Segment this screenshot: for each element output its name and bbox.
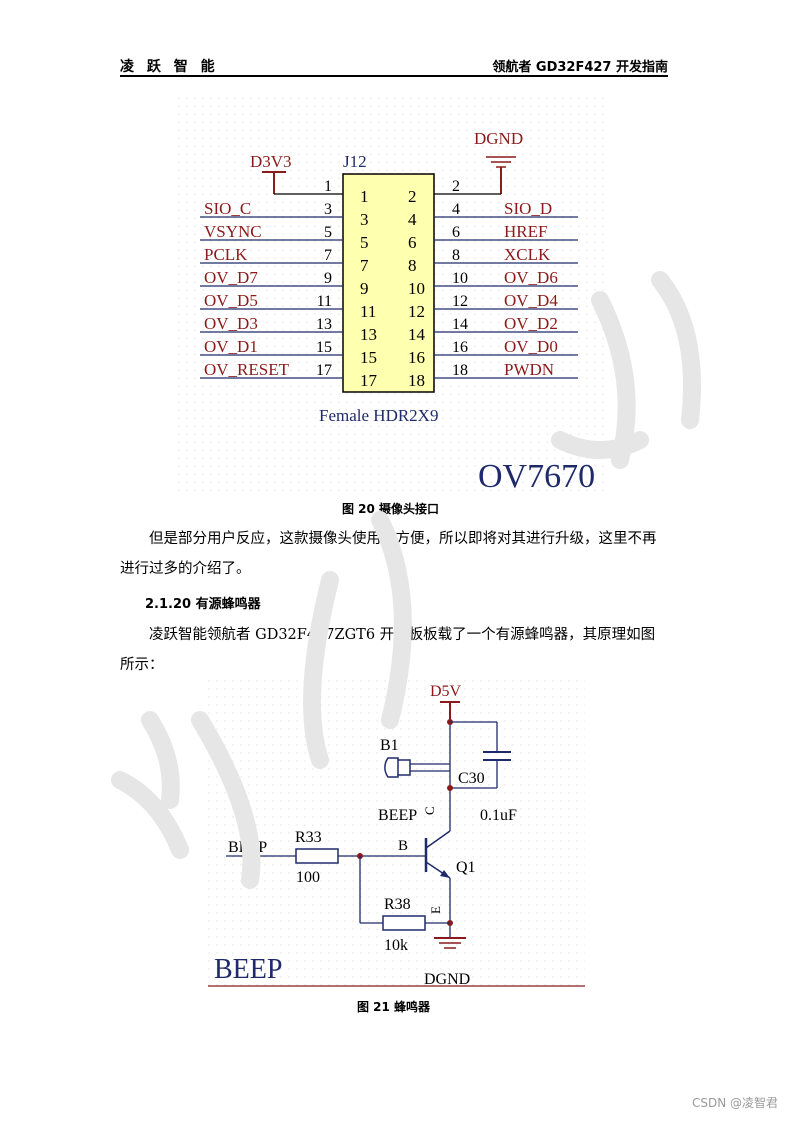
net-label: OV_D7: [204, 268, 258, 287]
net-label: XCLK: [504, 245, 551, 264]
buzzer-schematic: D5V C30 0.1uF B1 BEEP Q1 B C E DGND BEEP…: [208, 680, 585, 992]
pin-number-outer: 15: [316, 339, 332, 356]
pin-number-inner: 12: [408, 302, 425, 321]
power-net-label: D3V3: [250, 152, 292, 171]
net-label: HREF: [504, 222, 547, 241]
pin-number-outer: 16: [452, 339, 468, 356]
net-label: PWDN: [504, 360, 554, 379]
pin-number-outer: 1: [324, 178, 332, 195]
pin-number-inner: 9: [360, 279, 369, 298]
c30-ref: C30: [458, 770, 485, 787]
input-net-label: BEEP: [228, 839, 267, 856]
net-label: OV_D2: [504, 314, 558, 333]
net-label: OV_D4: [504, 291, 558, 310]
pin-number-outer: 18: [452, 362, 468, 379]
pin-number-inner: 14: [408, 325, 426, 344]
connector-footprint: Female HDR2X9: [319, 406, 438, 425]
q1-pin-b: B: [398, 838, 408, 854]
pin-number-outer: 6: [452, 224, 460, 241]
header-company: 凌 跃 智 能: [120, 59, 219, 75]
right-pins: 2 2 4 4 SIO_D 6 6 HREF 8 8 XCLK 10 10 OV_D6 12 12 OV_D4 1…: [408, 178, 578, 390]
pin-number-inner: 4: [408, 210, 417, 229]
pin-number-inner: 3: [360, 210, 369, 229]
power-net-label: D5V: [430, 683, 462, 700]
pin-number-outer: 17: [316, 362, 332, 379]
pin-number-inner: 11: [360, 302, 376, 321]
page-header: 凌 跃 智 能 领航者 GD32F427 开发指南: [120, 56, 668, 77]
header-doc-title: 领航者 GD32F427 开发指南: [492, 60, 668, 75]
net-label: OV_RESET: [204, 360, 290, 379]
r38-value: 10k: [384, 937, 408, 954]
header-rule: [120, 75, 668, 77]
paragraph-buzzer: 凌跃智能领航者 GD32F427ZGT6 开发板板载了一个有源蜂鸣器，其原理如图…: [120, 627, 656, 673]
net-label: SIO_C: [204, 199, 251, 218]
net-label: OV_D0: [504, 337, 558, 356]
q1-pin-e: E: [428, 906, 443, 914]
pin-number-inner: 16: [408, 348, 425, 367]
sheet-title: OV7670: [478, 458, 595, 495]
ground-net-label: DGND: [474, 129, 523, 148]
b1-ref: B1: [380, 737, 399, 754]
net-label: VSYNC: [204, 222, 262, 241]
pin-number-outer: 3: [324, 201, 332, 218]
pin-number-inner: 6: [408, 233, 417, 252]
figure-21-caption: 图 21 蜂鸣器: [357, 1000, 431, 1014]
net-label: SIO_D: [504, 199, 552, 218]
pin-number-inner: 15: [360, 348, 377, 367]
pin-number-outer: 12: [452, 293, 468, 310]
pin-number-inner: 13: [360, 325, 377, 344]
pin-number-inner: 10: [408, 279, 425, 298]
pin-number-outer: 5: [324, 224, 332, 241]
q1-pin-c: C: [422, 806, 437, 815]
pin-number-outer: 14: [452, 316, 468, 333]
pin-number-outer: 2: [452, 178, 460, 195]
figure-20-caption: 图 20 摄像头接口: [342, 502, 440, 516]
pin-number-inner: 1: [360, 187, 369, 206]
q1-ref: Q1: [456, 859, 476, 876]
sheet-title: BEEP: [214, 954, 282, 985]
r33-ref: R33: [295, 829, 322, 846]
paragraph-camera: 但是部分用户反应，这款摄像头使用不方便，所以即将对其进行升级，这里不再进行过多的…: [120, 531, 657, 577]
left-pins: 1133SIO_C55VSYNC77PCLK99OV_D71111OV_D513…: [200, 178, 378, 390]
pin-number-outer: 7: [324, 247, 332, 264]
pin-number-inner: 7: [360, 256, 369, 275]
pin-number-outer: 8: [452, 247, 460, 264]
net-label: OV_D3: [204, 314, 258, 333]
connector-body: [342, 173, 435, 393]
pin-number-outer: 9: [324, 270, 332, 287]
net-label: OV_D6: [504, 268, 558, 287]
pin-number-inner: 17: [360, 371, 378, 390]
pin-number-outer: 11: [317, 293, 332, 310]
pin-number-inner: 2: [408, 187, 417, 206]
net-label: PCLK: [204, 245, 248, 264]
r33-value: 100: [296, 869, 320, 886]
net-label: OV_D5: [204, 291, 258, 310]
b1-net: BEEP: [378, 807, 417, 824]
ground-net-label: DGND: [424, 971, 470, 988]
pin-number-inner: 5: [360, 233, 369, 252]
r38-ref: R38: [384, 896, 411, 913]
net-label: OV_D1: [204, 337, 258, 356]
pin-number-outer: 10: [452, 270, 468, 287]
camera-connector-schematic: D3V3 DGND J12 1133SIO_C55VSYNC77PCLK99OV…: [178, 97, 608, 497]
connector-ref: J12: [343, 152, 367, 171]
pin-number-inner: 18: [408, 371, 425, 390]
footer-watermark: CSDN @凌智君: [691, 1096, 778, 1110]
pin-number-inner: 8: [408, 256, 417, 275]
pin-number-outer: 4: [452, 201, 460, 218]
pin-number-outer: 13: [316, 316, 332, 333]
section-heading: 2.1.20 有源蜂鸣器: [145, 597, 261, 612]
c30-value: 0.1uF: [480, 807, 517, 824]
